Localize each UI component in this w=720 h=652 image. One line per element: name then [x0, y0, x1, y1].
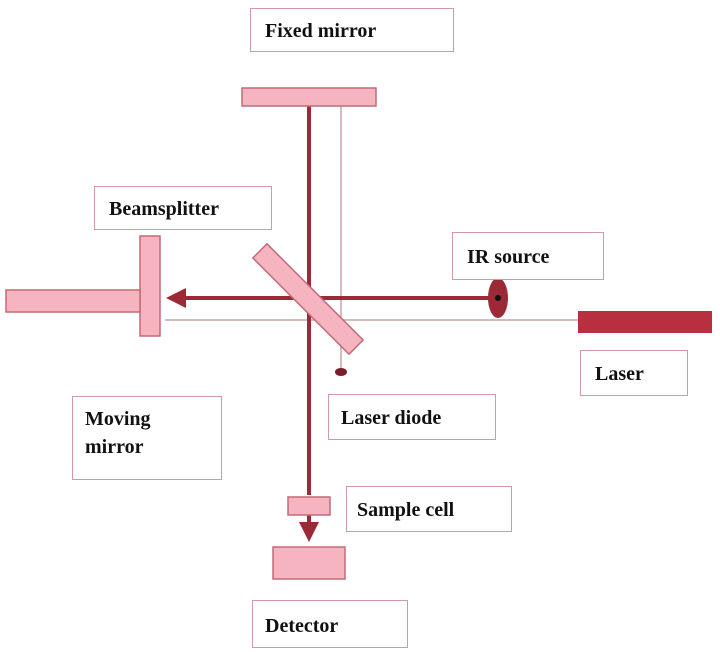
ir-source-label: IR source	[452, 232, 604, 280]
detector-label: Detector	[252, 600, 408, 648]
fixed-mirror-label: Fixed mirror	[250, 8, 454, 52]
moving-mirror-plate	[139, 235, 161, 337]
sample-cell-label: Sample cell	[346, 486, 512, 532]
laser-diode-label: Laser diode	[328, 394, 496, 440]
laser-diode-shape	[335, 368, 347, 376]
beamsplitter-label: Beamsplitter	[94, 186, 272, 230]
detector-shape	[272, 546, 346, 580]
moving-mirror-label: Moving mirror	[72, 396, 222, 480]
sample-cell-shape	[287, 496, 331, 516]
beamsplitter-shape	[251, 242, 365, 356]
ir-source-dot	[495, 295, 501, 301]
laser-shape	[578, 311, 712, 333]
moving-mirror-rod	[5, 289, 141, 313]
laser-label: Laser	[580, 350, 688, 396]
fixed-mirror-shape	[241, 87, 377, 107]
